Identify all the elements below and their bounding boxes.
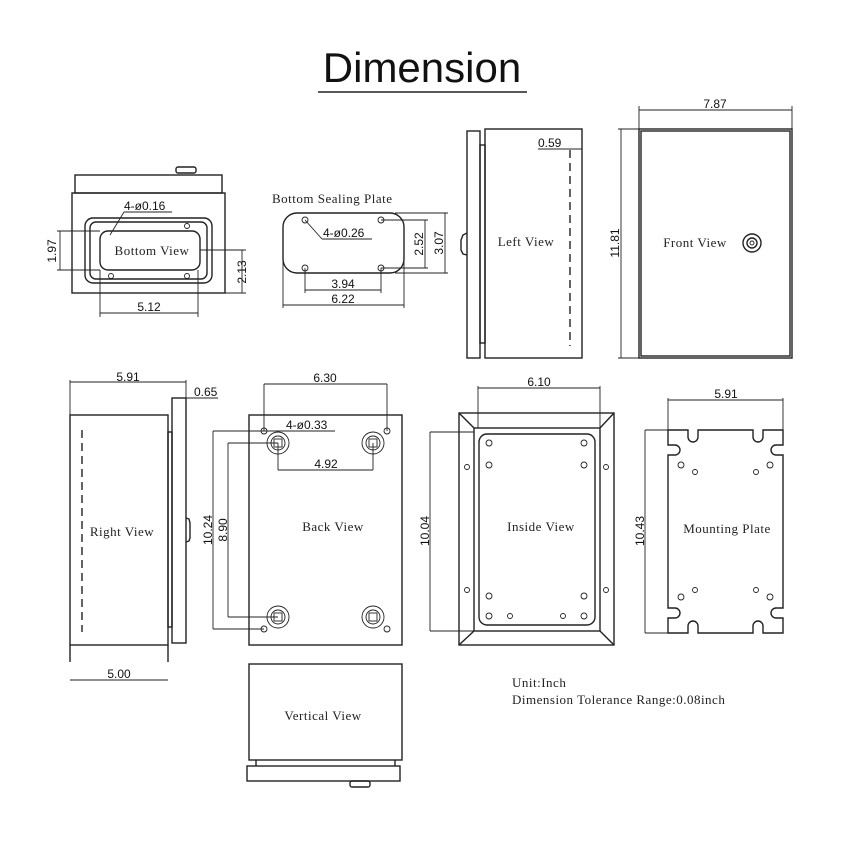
back-boss-height-dim: 8.90	[216, 518, 230, 542]
page-title: Dimension	[323, 44, 521, 91]
mounting-width-dim: 5.91	[714, 387, 738, 401]
back-holes-dim: 4-ø0.33	[286, 418, 328, 432]
sealing-width-dim: 6.22	[331, 292, 355, 306]
right-base-dim: 5.00	[107, 667, 131, 681]
vertical-view: Vertical View	[246, 663, 403, 788]
back-view: 6.30 4-ø0.33 4.92 10.24 8.90 Back View	[201, 371, 403, 646]
sealing-height-dim: 3.07	[432, 231, 446, 255]
left-offset-dim: 0.59	[538, 136, 562, 150]
bottom-view: Bottom View 4-ø0.16 1.97 2.13 5.12	[45, 166, 249, 317]
inside-view-label: Inside View	[507, 519, 575, 534]
sealing-plate-label: Bottom Sealing Plate	[272, 191, 393, 206]
bottom-sealing-plate: Bottom Sealing Plate 4-ø0.26 3.94 6.22 2…	[272, 191, 448, 308]
right-door-dim: 0.65	[194, 385, 218, 399]
mounting-plate-label: Mounting Plate	[683, 521, 771, 536]
unit-note: Unit:Inch	[512, 675, 566, 690]
bottom-inner-height-dim: 1.97	[45, 239, 59, 263]
right-view-label: Right View	[90, 524, 154, 539]
left-view: 0.59 Left View	[460, 128, 583, 359]
inside-width-dim: 6.10	[527, 375, 551, 389]
sealing-holes-dim: 4-ø0.26	[323, 226, 365, 240]
front-height-dim: 11.81	[608, 228, 622, 257]
mounting-plate: 5.91 10.43 Mounting Plate	[633, 387, 784, 634]
mounting-height-dim: 10.43	[633, 516, 647, 546]
bottom-view-label: Bottom View	[115, 243, 190, 258]
lock-icon	[742, 233, 762, 253]
sealing-hole-width-dim: 3.94	[331, 277, 355, 291]
right-view: 5.91 0.65 5.00 Right View	[69, 370, 218, 681]
inside-height-dim: 10.04	[418, 516, 432, 546]
front-view-label: Front View	[663, 235, 727, 250]
inside-view: 6.10 10.04 Inside View	[418, 375, 615, 646]
front-view: 7.87 11.81 Front View	[608, 97, 793, 359]
vertical-view-label: Vertical View	[284, 708, 361, 723]
left-view-label: Left View	[498, 234, 555, 249]
tolerance-note: Dimension Tolerance Range:0.08inch	[512, 692, 725, 707]
back-view-label: Back View	[302, 519, 364, 534]
front-width-dim: 7.87	[703, 97, 727, 111]
back-hole-width-dim: 6.30	[313, 371, 337, 385]
right-width-dim: 5.91	[116, 370, 140, 384]
sealing-hole-height-dim: 2.52	[412, 232, 426, 256]
bottom-holes-dim: 4-ø0.16	[124, 199, 166, 213]
back-boss-width-dim: 4.92	[314, 457, 338, 471]
bottom-width-dim: 5.12	[137, 300, 161, 314]
bottom-outer-height-dim: 2.13	[235, 260, 249, 284]
back-hole-height-dim: 10.24	[201, 515, 215, 545]
